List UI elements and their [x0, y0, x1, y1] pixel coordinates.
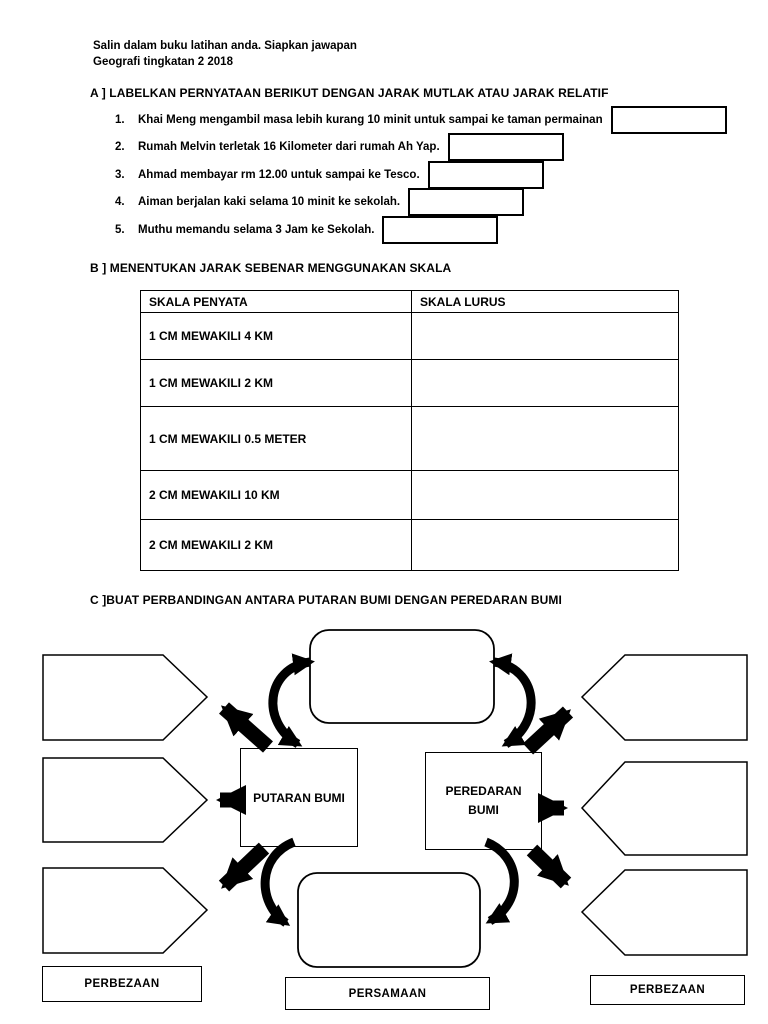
curved-arrow-top-left: [268, 653, 315, 748]
right-blank-tag-1[interactable]: [580, 654, 748, 741]
curved-arrow-top-right: [489, 653, 536, 748]
answer-box-2[interactable]: [447, 133, 564, 162]
item-text: Khai Meng mengambil masa lebih kurang 10…: [138, 113, 603, 126]
list-item: 2. Rumah Melvin terletak 16 Kilometer da…: [115, 133, 763, 162]
cell-skala-penyata: 1 CM MEWAKILI 4 KM: [140, 312, 412, 360]
curved-arrow-bottom-left: [260, 837, 296, 927]
perbezaan-right-label-box: PERBEZAAN: [590, 975, 745, 1005]
section-c-title: C ]BUAT PERBANDINGAN ANTARA PUTARAN BUMI…: [90, 593, 562, 607]
cell-skala-penyata: 1 CM MEWAKILI 0.5 METER: [140, 406, 412, 471]
putaran-bumi-box: PUTARAN BUMI: [240, 748, 358, 847]
persamaan-text: PERSAMAAN: [348, 987, 427, 1000]
item-text: Aiman berjalan kaki selama 10 minit ke s…: [138, 196, 401, 209]
cell-skala-penyata: 2 CM MEWAKILI 10 KM: [140, 470, 412, 520]
section-a-title-emphasis: JARAK MUTLAK ATAU JARAK RELATIF: [377, 86, 609, 100]
table-row: 1 CM MEWAKILI 2 KM: [140, 359, 679, 407]
table-row: 1 CM MEWAKILI 0.5 METER: [140, 406, 679, 471]
header-instruction: Salin dalam buku latihan anda. Siapkan j…: [93, 40, 357, 52]
cell-skala-lurus-blank[interactable]: [411, 470, 679, 520]
persamaan-label-box: PERSAMAAN: [285, 977, 490, 1010]
item-number: 1.: [115, 113, 125, 126]
putaran-bumi-label: PUTARAN BUMI: [253, 790, 345, 805]
table-row: 1 CM MEWAKILI 4 KM: [140, 312, 679, 360]
page-header: Salin dalam buku latihan anda. Siapkan j…: [93, 38, 357, 70]
table-header-row: SKALA PENYATA SKALA LURUS: [140, 290, 679, 313]
cell-skala-penyata: 1 CM MEWAKILI 2 KM: [140, 359, 412, 407]
bottom-comparison-blank-box[interactable]: [297, 872, 481, 968]
arrow-peredaran-to-right-tag-1: [522, 706, 574, 755]
item-text: Ahmad membayar rm 12.00 untuk sampai ke …: [138, 168, 420, 181]
curved-arrow-bottom-right: [484, 837, 519, 925]
list-item: 1. Khai Meng mengambil masa lebih kurang…: [115, 105, 763, 134]
answer-box-4[interactable]: [408, 188, 525, 217]
answer-box-3[interactable]: [427, 160, 544, 189]
arrow-putaran-to-left-tag-1: [219, 702, 273, 753]
arrow-peredaran-to-right-tag-3: [526, 844, 572, 889]
right-blank-tag-3[interactable]: [580, 869, 748, 956]
item-text: Muthu memandu selama 3 Jam ke Sekolah.: [138, 223, 375, 236]
list-item: 3. Ahmad membayar rm 12.00 untuk sampai …: [115, 160, 763, 189]
perbezaan-left-text: PERBEZAAN: [84, 978, 160, 990]
item-number: 4.: [115, 196, 125, 209]
left-blank-tag-2[interactable]: [42, 757, 209, 843]
item-number: 3.: [115, 168, 125, 181]
peredaran-bumi-label: PEREDARAN BUMI: [445, 784, 522, 817]
cell-skala-lurus-blank[interactable]: [411, 312, 679, 360]
right-blank-tag-2[interactable]: [580, 761, 748, 856]
section-a-title: A ] LABELKAN PERNYATAAN BERIKUT DENGAN J…: [90, 86, 609, 100]
column-header-skala-lurus: SKALA LURUS: [411, 290, 679, 313]
item-number: 2.: [115, 141, 125, 154]
left-blank-tag-3[interactable]: [42, 867, 209, 954]
header-subject: Geografi tingkatan 2 2018: [93, 56, 233, 68]
list-item: 4. Aiman berjalan kaki selama 10 minit k…: [115, 188, 763, 217]
diagram-shapes-and-arrows: [42, 629, 748, 968]
perbezaan-left-label-box: PERBEZAAN: [42, 966, 202, 1002]
answer-box-5[interactable]: [382, 215, 499, 244]
arrow-putaran-to-left-tag-3: [218, 842, 270, 892]
section-b-title: B ] MENENTUKAN JARAK SEBENAR MENGGUNAKAN…: [90, 261, 452, 275]
list-item: 5. Muthu memandu selama 3 Jam ke Sekolah…: [115, 215, 763, 244]
top-comparison-blank-box[interactable]: [309, 629, 495, 724]
perbezaan-right-text: PERBEZAAN: [629, 984, 706, 996]
scale-table: SKALA PENYATA SKALA LURUS 1 CM MEWAKILI …: [140, 290, 679, 571]
comparison-diagram: PUTARAN BUMI PEREDARAN BUMI PERBEZAAN PE…: [0, 628, 768, 1020]
table-row: 2 CM MEWAKILI 10 KM: [140, 470, 679, 520]
peredaran-bumi-box: PEREDARAN BUMI: [425, 752, 542, 850]
section-a-title-prefix: A ] LABELKAN PERNYATAAN BERIKUT DENGAN: [90, 86, 378, 100]
left-blank-tag-1[interactable]: [42, 654, 209, 741]
column-header-skala-penyata: SKALA PENYATA: [140, 290, 412, 313]
item-text: Rumah Melvin terletak 16 Kilometer dari …: [138, 141, 440, 154]
table-row: 2 CM MEWAKILI 2 KM: [140, 519, 679, 571]
answer-box-1[interactable]: [610, 105, 727, 134]
cell-skala-lurus-blank[interactable]: [411, 519, 679, 571]
item-number: 5.: [115, 223, 125, 236]
cell-skala-lurus-blank[interactable]: [411, 406, 679, 471]
section-a-list: 1. Khai Meng mengambil masa lebih kurang…: [115, 105, 763, 244]
cell-skala-penyata: 2 CM MEWAKILI 2 KM: [140, 519, 412, 571]
cell-skala-lurus-blank[interactable]: [411, 359, 679, 407]
